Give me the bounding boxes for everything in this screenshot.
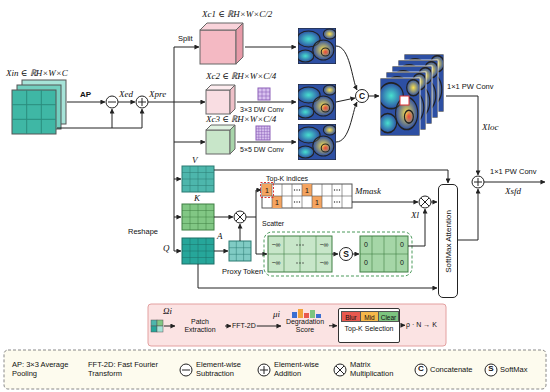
text-label: 1×1 PW Conv xyxy=(490,168,536,177)
legend-item: Concatenate xyxy=(430,354,482,386)
legend-item: AP: 3×3 Average Pooling xyxy=(12,354,82,386)
legend-text: FFT-2D: Fast Fourier Transform xyxy=(88,361,170,378)
legend-item: SoftMax xyxy=(500,354,542,386)
node-text: Top-K Selection xyxy=(339,325,399,333)
text-label: 1 xyxy=(312,197,322,208)
step-label: Degradation Score xyxy=(282,318,328,334)
text-label: −∞ xyxy=(268,257,284,268)
softmax-node: S xyxy=(339,247,353,261)
text-label: 1 xyxy=(302,185,312,196)
legend-item: Element-wise Subtraction xyxy=(196,354,250,386)
text-label: Xc1 ∈ ℝH×W×C/2 xyxy=(202,9,272,19)
node-text: S xyxy=(340,248,352,260)
node-text: Blur xyxy=(342,312,360,323)
text-label: Xpre xyxy=(149,89,166,99)
text-label: −∞ xyxy=(316,239,332,250)
text-label: Proxy Token xyxy=(222,268,263,277)
node-text: FFT-2D xyxy=(232,322,256,330)
text-label: AP xyxy=(80,90,91,99)
clear-box: Clear xyxy=(378,311,399,322)
text-label: K xyxy=(194,193,200,203)
text-label: S xyxy=(486,364,496,373)
flow-arrow xyxy=(329,325,337,326)
concat-node: C xyxy=(355,89,369,103)
text-label: Split xyxy=(178,35,193,44)
text-label: μi xyxy=(273,309,280,319)
text-label: 5×5 DW Conv xyxy=(240,144,284,155)
text-label: 1×1 PW Conv xyxy=(447,83,493,92)
text-label: Q xyxy=(163,243,170,253)
flow-arrow xyxy=(225,326,231,327)
legend-text: AP: 3×3 Average Pooling xyxy=(12,361,82,378)
legend-text: Element-wise Addition xyxy=(274,361,330,378)
attention-box: SoftMax Attention xyxy=(438,184,458,298)
node-text: Mid xyxy=(361,312,378,323)
legend-text: SoftMax xyxy=(500,366,528,375)
mid-box: Mid xyxy=(360,311,379,322)
text-label: Reshape xyxy=(128,228,158,237)
text-label: 0 xyxy=(360,239,372,250)
text-label: 0 xyxy=(360,257,372,268)
legend-text: Matrix Multiplication xyxy=(350,361,410,378)
text-label: Xin ∈ ℝH×W×C xyxy=(6,68,68,78)
text-label: Xc2 ∈ ℝH×W×C/4 xyxy=(206,71,276,81)
node-text: Clear xyxy=(379,312,398,323)
text-label: 1 xyxy=(262,185,272,196)
text-label: −∞ xyxy=(268,239,284,250)
text-label: 0 xyxy=(396,257,408,268)
text-label: Top-K indices xyxy=(266,173,308,184)
text-label: C xyxy=(416,364,426,373)
step-label: Patch Extraction xyxy=(176,318,224,334)
legend-item: Matrix Multiplication xyxy=(350,354,410,386)
legend-text: Element-wise Subtraction xyxy=(196,361,250,378)
text-label: Xed xyxy=(119,89,133,99)
text-label: −∞ xyxy=(316,257,332,268)
flow-arrow xyxy=(401,325,405,326)
legend-text: Concatenate xyxy=(430,366,473,375)
text-label: 1 xyxy=(272,197,282,208)
text-label: V xyxy=(192,155,198,165)
flow-arrow xyxy=(257,326,281,327)
formula-label: ρ · N → K xyxy=(406,321,437,329)
legend-item: Element-wise Addition xyxy=(274,354,330,386)
node-text: C xyxy=(356,90,368,102)
text-label: Xc3 ∈ ℝH×W×C/4 xyxy=(206,114,276,124)
text-label: Xsfd xyxy=(505,186,521,196)
node-text: Degradation Score xyxy=(282,318,328,334)
text-label: A xyxy=(217,231,223,241)
text-label: Xloc xyxy=(482,122,499,132)
text-label: 0 xyxy=(396,239,408,250)
selection-box: Top-K Selection BlurMidClear xyxy=(338,308,400,343)
text-label: Scatter xyxy=(262,218,284,229)
node-text: SoftMax Attention xyxy=(444,210,453,273)
legend-item: FFT-2D: Fast Fourier Transform xyxy=(88,354,170,386)
step-label: FFT-2D xyxy=(232,322,256,330)
text-label: Mmask xyxy=(355,186,381,196)
text-label: Xl xyxy=(411,210,419,220)
node-text: Patch Extraction xyxy=(176,318,224,334)
text-label: 3×3 DW Conv xyxy=(240,104,284,115)
text-label: Ωi xyxy=(163,306,172,316)
node-text: ρ · N → K xyxy=(406,321,437,329)
blur-box: Blur xyxy=(341,311,361,322)
